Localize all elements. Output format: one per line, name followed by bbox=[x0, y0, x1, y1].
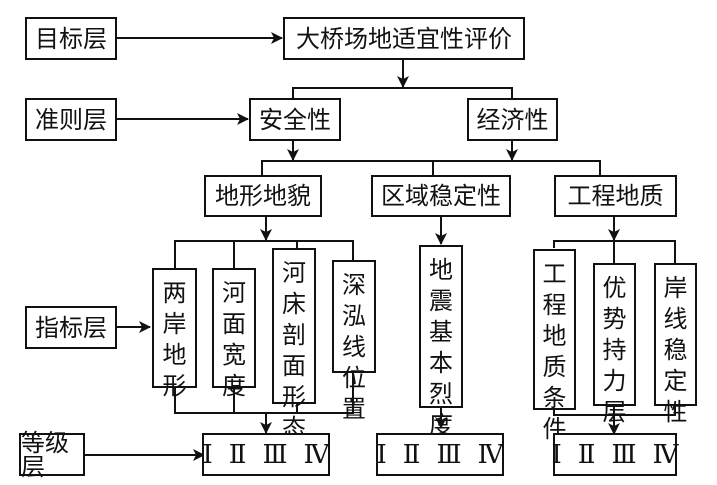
indicator-char: 性 bbox=[663, 398, 688, 426]
indicator-char: 位 bbox=[342, 364, 366, 392]
grade-1: Ⅰ bbox=[551, 439, 562, 469]
grades-terrain: Ⅰ Ⅱ Ⅲ Ⅳ bbox=[202, 433, 330, 476]
indicator-char: 持 bbox=[602, 336, 627, 364]
grade-1: Ⅰ bbox=[376, 439, 387, 469]
grade-3: Ⅲ bbox=[436, 439, 462, 469]
indicator-char: 震 bbox=[429, 287, 453, 315]
indicator-char: 两 bbox=[162, 279, 187, 307]
indicator-geology-conditions: 工程地质条件 bbox=[533, 249, 576, 443]
indicator-char: 程 bbox=[542, 291, 567, 319]
indicator-char: 面 bbox=[222, 310, 246, 338]
indicator-char: 稳 bbox=[663, 336, 688, 364]
indicator-char: 形 bbox=[282, 383, 306, 411]
layer-label-indicator: 指标层 bbox=[25, 306, 117, 349]
indicator-char: 深 bbox=[342, 271, 366, 299]
indicator-char: 河 bbox=[282, 259, 306, 287]
indicator-char: 剖 bbox=[282, 321, 306, 349]
layer-label-goal: 目标层 bbox=[25, 17, 117, 60]
indicator-char: 质 bbox=[542, 353, 567, 381]
factor-node-engineering-geology: 工程地质 bbox=[554, 175, 677, 217]
grades-regional-stability: Ⅰ Ⅱ Ⅲ Ⅳ bbox=[376, 433, 504, 476]
indicator-shoreline-stability: 岸线稳定性 bbox=[654, 263, 697, 426]
grade-4: Ⅳ bbox=[652, 439, 679, 469]
grade-4: Ⅳ bbox=[303, 439, 330, 469]
indicator-char: 形 bbox=[162, 372, 187, 400]
indicator-char: 工 bbox=[542, 260, 567, 288]
indicator-char: 线 bbox=[342, 333, 366, 361]
indicator-char: 泓 bbox=[342, 302, 366, 330]
indicator-char: 势 bbox=[602, 305, 627, 333]
grade-2: Ⅱ bbox=[402, 439, 421, 469]
grade-3: Ⅲ bbox=[611, 439, 637, 469]
goal-node: 大桥场地适宜性评价 bbox=[283, 17, 525, 60]
indicator-river-width: 河面宽度 bbox=[212, 268, 256, 400]
indicator-char: 烈 bbox=[429, 380, 453, 408]
grade-1: Ⅰ bbox=[202, 439, 213, 469]
indicator-char: 岸 bbox=[663, 274, 688, 302]
criteria-node-safety: 安全性 bbox=[249, 98, 341, 141]
grade-4: Ⅳ bbox=[477, 439, 504, 469]
indicator-char: 地 bbox=[542, 322, 567, 350]
factor-node-regional-stability: 区域稳定性 bbox=[371, 175, 511, 217]
criteria-node-economy: 经济性 bbox=[467, 98, 558, 141]
indicator-bank-terrain: 两岸地形 bbox=[152, 268, 197, 400]
indicator-char: 条 bbox=[542, 384, 567, 412]
layer-label-criteria: 准则层 bbox=[25, 98, 117, 141]
indicator-char: 线 bbox=[663, 305, 688, 333]
grade-3: Ⅲ bbox=[262, 439, 288, 469]
grade-2: Ⅱ bbox=[228, 439, 247, 469]
indicator-char: 地 bbox=[429, 256, 453, 284]
line-factor-bus bbox=[261, 160, 601, 175]
indicator-char: 本 bbox=[429, 349, 453, 377]
indicator-char: 置 bbox=[342, 395, 366, 423]
indicator-riverbed-profile: 河床剖面形态 bbox=[272, 248, 316, 442]
indicator-char: 优 bbox=[602, 274, 627, 302]
indicator-char: 河 bbox=[222, 279, 246, 307]
indicator-char: 基 bbox=[429, 318, 453, 346]
indicator-char: 层 bbox=[602, 398, 627, 426]
indicator-bearing-stratum: 优势持力层 bbox=[593, 263, 636, 426]
indicator-char: 宽 bbox=[222, 341, 246, 369]
indicator-char: 度 bbox=[222, 372, 246, 400]
grade-2: Ⅱ bbox=[577, 439, 596, 469]
indicator-char: 面 bbox=[282, 352, 306, 380]
indicator-char: 定 bbox=[663, 367, 688, 395]
indicator-seismic-intensity: 地震基本烈度 bbox=[419, 245, 463, 439]
line-criteria-bus bbox=[292, 87, 513, 99]
indicator-char: 地 bbox=[162, 341, 187, 369]
indicator-char: 力 bbox=[602, 367, 627, 395]
grades-engineering-geology: Ⅰ Ⅱ Ⅲ Ⅳ bbox=[551, 433, 679, 476]
factor-node-terrain: 地形地貌 bbox=[204, 175, 322, 217]
indicator-char: 床 bbox=[282, 290, 306, 318]
indicator-char: 岸 bbox=[162, 310, 187, 338]
indicator-thalweg-position: 深泓线位置 bbox=[332, 260, 376, 423]
layer-label-grade: 等级层 bbox=[19, 431, 85, 479]
